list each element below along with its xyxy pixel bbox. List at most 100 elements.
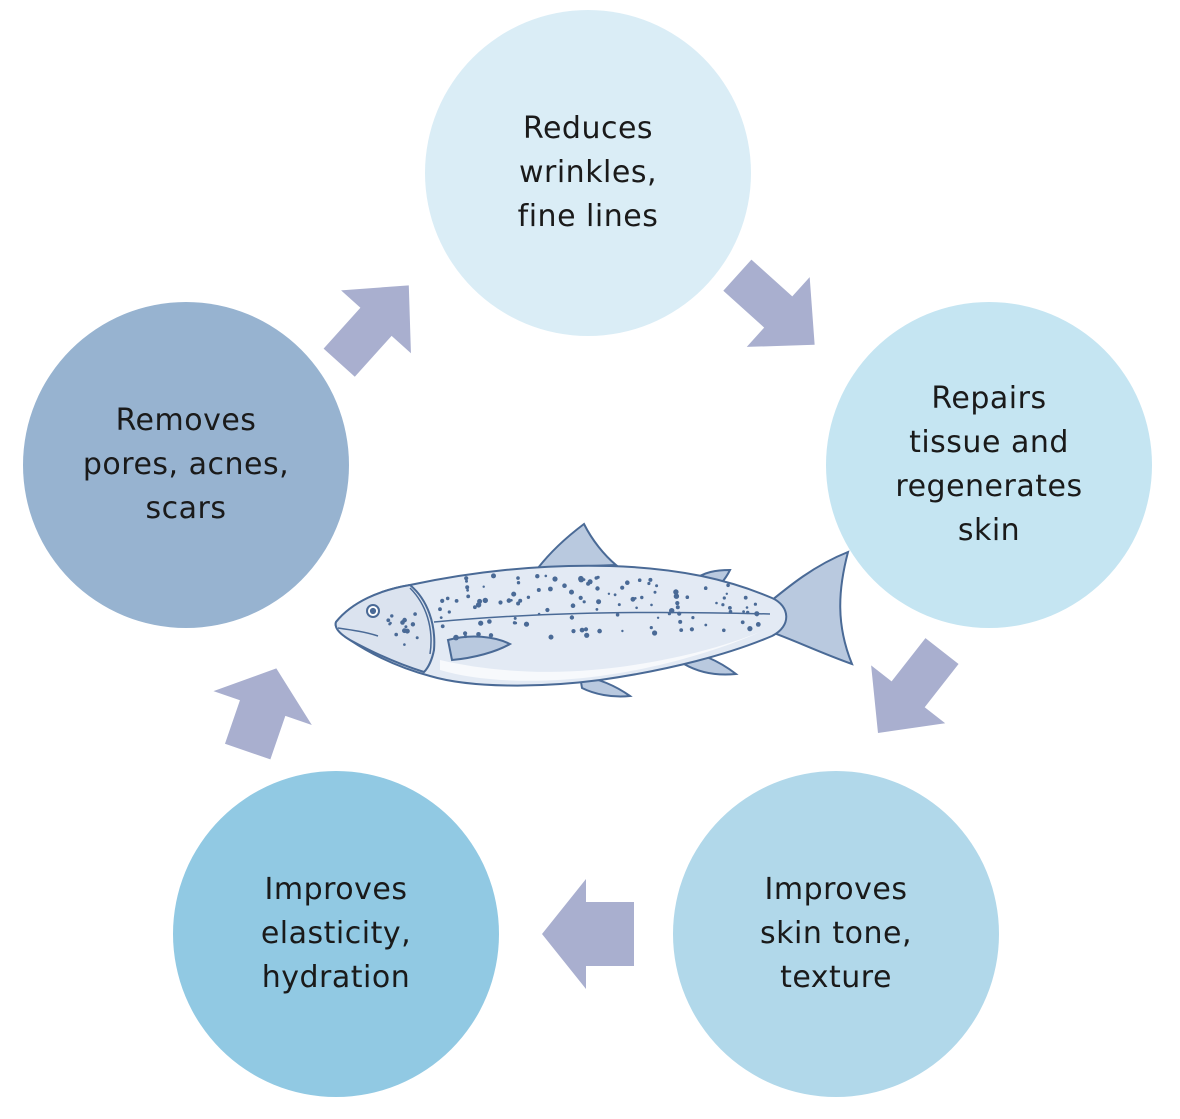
fish-spot <box>516 576 520 580</box>
fish-spot <box>635 606 638 610</box>
fish-spot <box>595 586 600 591</box>
fish-spot <box>482 597 488 604</box>
fish-spot <box>439 616 443 619</box>
fish-spot <box>652 630 658 636</box>
fish-spot <box>673 593 680 599</box>
fish-spot <box>578 595 583 601</box>
fish-spot <box>728 609 733 614</box>
fish-spot <box>703 586 708 590</box>
fish-spot <box>535 574 540 579</box>
fish-spot <box>725 592 728 595</box>
fish-spot <box>454 599 459 603</box>
arrow-bottom-left-to-left <box>213 668 312 760</box>
fish-spot <box>544 574 548 578</box>
fish-spot <box>617 603 621 607</box>
fish-spot <box>689 627 695 632</box>
fish-spot <box>570 603 576 608</box>
fish-spot <box>613 593 617 597</box>
cycle-node-repairs-tissue: Repairs tissue and regenerates skin <box>826 302 1152 628</box>
fish-spot <box>594 576 599 580</box>
fish-spot <box>473 605 477 610</box>
fish-spot <box>478 620 484 626</box>
node-label: Repairs tissue and regenerates skin <box>895 381 1083 548</box>
fish-spot <box>584 632 590 638</box>
fish-spot <box>415 636 419 640</box>
fish-spot <box>390 614 394 618</box>
fish-spot <box>685 595 690 599</box>
node-label: Reduces wrinkles, fine lines <box>517 111 659 234</box>
fish-spot <box>537 612 541 616</box>
fish-spot <box>745 606 749 609</box>
fish-spot <box>722 596 726 600</box>
fish-spot <box>545 607 550 613</box>
fish-spot <box>743 595 748 600</box>
fish-spot <box>675 601 680 606</box>
fish-spot <box>655 584 659 588</box>
fish-spot <box>487 619 492 624</box>
fish-spot <box>536 588 541 592</box>
fish-spot <box>477 598 483 604</box>
fish-spot <box>650 603 653 607</box>
fish-spot <box>583 627 589 632</box>
fish-spot <box>615 613 620 617</box>
fish-spot <box>548 634 554 640</box>
fish-spot <box>691 616 695 620</box>
fish-spot <box>675 605 680 610</box>
fish-spot <box>453 634 459 641</box>
fish-spot <box>569 615 575 620</box>
fish-spot <box>440 598 445 604</box>
fish-spot <box>621 629 624 633</box>
fish-spot <box>569 589 574 595</box>
fish-spot <box>476 632 481 637</box>
fish-spot <box>586 581 591 586</box>
fish-spot <box>466 594 471 599</box>
fish-spot <box>571 629 576 634</box>
fish-spot <box>582 600 586 604</box>
fish-spot <box>513 616 517 620</box>
fish-spot <box>445 596 450 601</box>
fish-spot <box>648 577 653 582</box>
fish-spot <box>404 625 408 629</box>
fish-spot <box>679 628 684 632</box>
arrow-left-to-top <box>323 285 411 377</box>
fish-spot <box>726 583 730 588</box>
fish-spot <box>742 610 745 613</box>
fish-spot <box>721 603 725 607</box>
fish-spot <box>597 628 602 634</box>
fish-spot <box>755 613 759 617</box>
fish-spot <box>637 578 642 582</box>
fish-spot <box>620 585 625 590</box>
fish-spot <box>678 619 683 624</box>
fish-spot <box>438 607 442 612</box>
fish-spot <box>578 575 584 582</box>
fish-spot <box>728 606 732 610</box>
fish-spot <box>394 632 399 637</box>
fish-spot <box>753 602 758 606</box>
fish-spot <box>640 595 644 600</box>
fish-spot <box>447 610 451 614</box>
fish-spot <box>488 633 494 638</box>
fish-spot <box>669 608 675 614</box>
fish-spot <box>482 585 485 588</box>
fish-spot <box>463 631 468 636</box>
fish-spot <box>673 589 679 595</box>
cycle-node-improves-elasticity: Improves elasticity, hydration <box>173 771 499 1097</box>
arrow-right-to-bottom-right <box>871 638 959 733</box>
fish-spot <box>740 620 745 625</box>
fish-spot <box>410 622 416 627</box>
fish-spot <box>466 588 469 592</box>
fish-spot <box>653 590 657 594</box>
fish-spot <box>512 621 517 625</box>
fish-spot <box>386 618 391 623</box>
fish-spot <box>516 581 521 585</box>
fish-spot <box>607 592 611 595</box>
fish-spot <box>498 600 503 605</box>
salmon-fish-icon <box>334 522 854 698</box>
fish-spot <box>413 612 417 616</box>
fish-spot <box>464 576 469 581</box>
fish-spot <box>518 598 523 603</box>
fish-spot <box>579 627 585 633</box>
fish-spot <box>548 586 553 592</box>
fish-spot <box>465 579 468 583</box>
